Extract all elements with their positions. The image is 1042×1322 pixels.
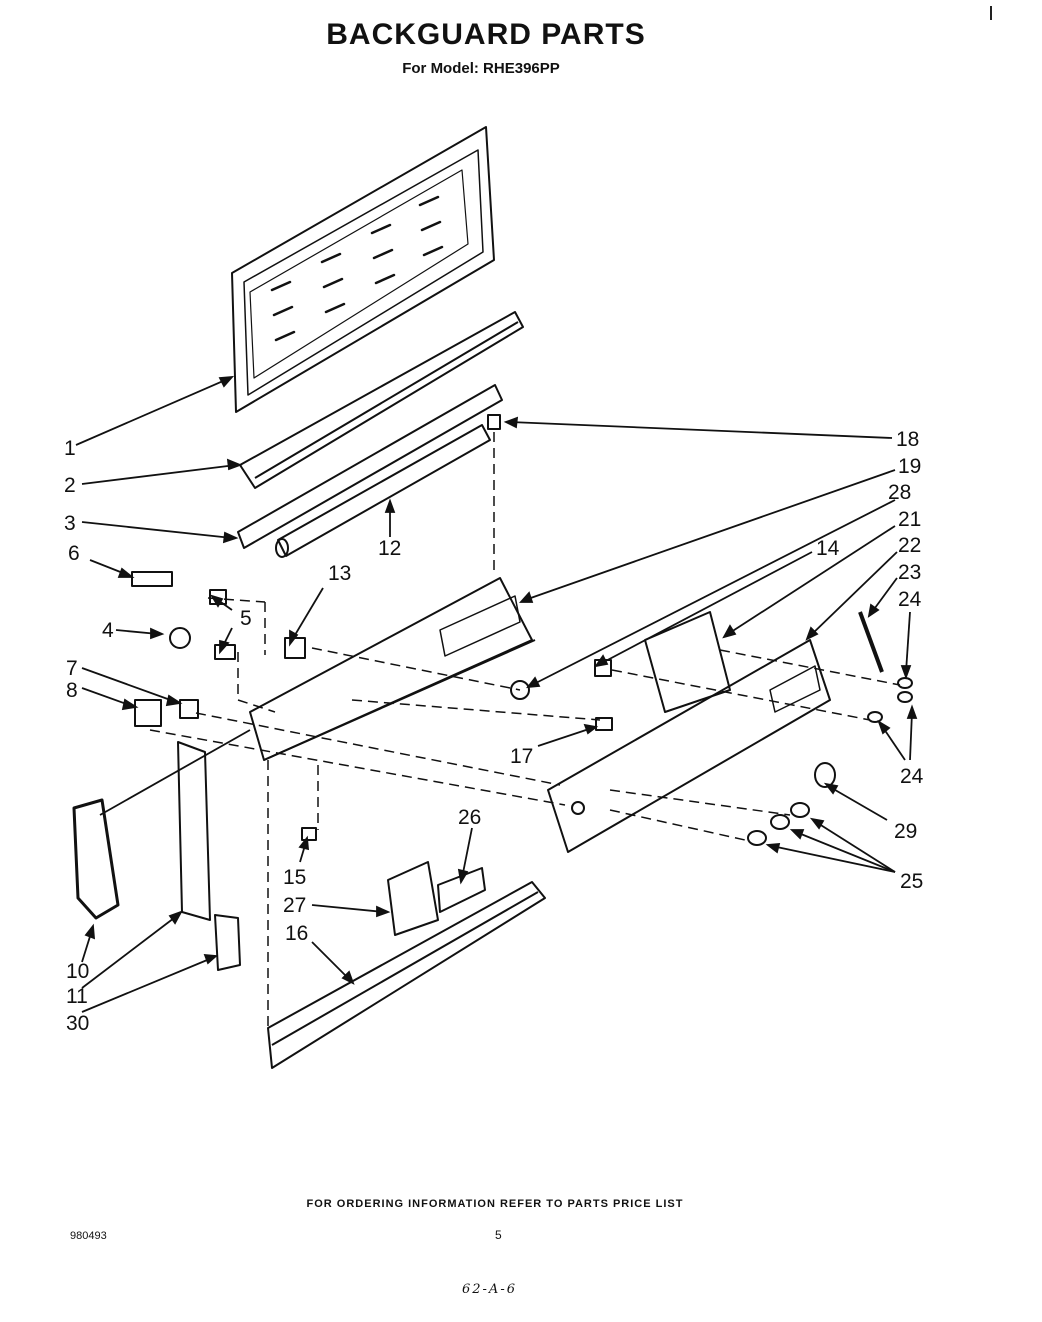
callout-26: 26 — [458, 806, 481, 829]
callout-1: 1 — [64, 437, 76, 460]
callout-10: 10 — [66, 960, 89, 983]
handwritten-note: 62-A-6 — [462, 1282, 517, 1297]
part-12-tube — [275, 424, 491, 558]
callout-24: 24 — [898, 588, 922, 611]
part-2-trim — [239, 311, 524, 489]
callout-30: 30 — [66, 1012, 89, 1035]
callout-22: 22 — [898, 534, 921, 557]
callout-16: 16 — [285, 922, 308, 945]
callout-29: 29 — [894, 820, 917, 843]
callout-19: 19 — [898, 455, 921, 478]
page-number: 5 — [495, 1228, 502, 1242]
part-3-bracket — [237, 384, 503, 549]
callout-15: 15 — [283, 866, 306, 889]
callout-18: 18 — [896, 428, 919, 451]
callout-12: 12 — [378, 537, 401, 560]
callout-4: 4 — [102, 619, 114, 642]
callout-24b: 24 — [900, 765, 924, 788]
callout-21: 21 — [898, 508, 921, 531]
part-21-timer — [644, 611, 731, 713]
page-title: BACKGUARD PARTS — [326, 18, 646, 51]
callout-13: 13 — [328, 562, 351, 585]
callout-7: 7 — [66, 657, 78, 680]
callout-2: 2 — [64, 474, 76, 497]
part-1-backguard-panel — [231, 126, 495, 413]
document-number: 980493 — [70, 1230, 107, 1242]
callout-8: 8 — [66, 679, 78, 702]
callout-28: 28 — [888, 481, 911, 504]
callout-11: 11 — [66, 985, 88, 1008]
callout-14: 14 — [816, 537, 840, 560]
part-22-control-panel — [547, 639, 831, 853]
corner-mark — [990, 6, 992, 20]
callout-6: 6 — [68, 542, 80, 565]
callout-25: 25 — [900, 870, 923, 893]
callout-23: 23 — [898, 561, 921, 584]
callout-17: 17 — [510, 745, 533, 768]
callout-5: 5 — [240, 607, 252, 630]
ordering-note: FOR ORDERING INFORMATION REFER TO PARTS … — [306, 1198, 684, 1210]
part-19-control-support — [249, 577, 536, 761]
model-subtitle: For Model: RHE396PP — [402, 60, 560, 77]
part-16-bottom-trim — [267, 881, 546, 1069]
callout-3: 3 — [64, 512, 76, 535]
callout-27: 27 — [283, 894, 306, 917]
